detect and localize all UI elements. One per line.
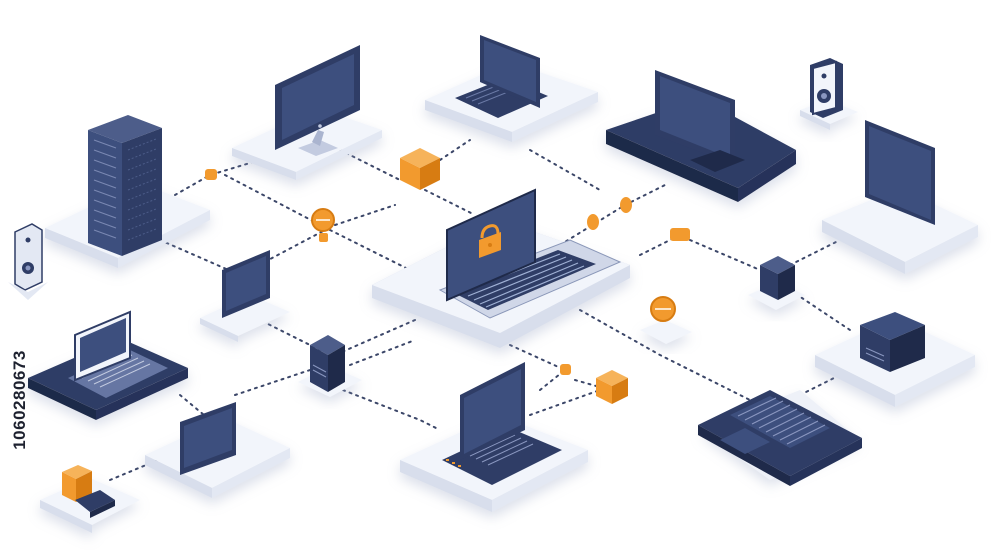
laptop-lock-icon [438, 188, 622, 319]
server-icon [88, 115, 162, 256]
tablet-mid-icon [222, 250, 270, 318]
laptop-left-icon [68, 310, 168, 398]
orange-node-icon [311, 208, 335, 242]
laptop-icon [455, 35, 548, 118]
badge-platform [640, 320, 692, 344]
image-id-label: 1060280673 [10, 350, 29, 450]
router-icon [860, 312, 925, 372]
usb-drive-icon [62, 465, 115, 518]
orange-badge-icon [650, 296, 676, 322]
lock-icon [479, 224, 501, 258]
orange-dot-icons [205, 169, 690, 375]
orange-cube-bottom-icon [596, 370, 628, 404]
keyboard-icon [698, 390, 862, 486]
monitor-icon [275, 45, 360, 156]
tablet-right-platform [822, 188, 978, 274]
cube-icon [760, 256, 795, 300]
tablet-icon [865, 120, 935, 225]
orange-cube-top-icon [400, 148, 440, 190]
big-monitor-icon [655, 70, 745, 172]
image-id-text: 1060280673 [6, 310, 34, 490]
laptop-bottom-icon [442, 362, 562, 485]
tablet-mid-platform [200, 295, 290, 342]
tablet-small-icon [180, 402, 236, 475]
desktop-platform [232, 108, 382, 180]
smart-speaker-icon [8, 223, 48, 300]
speaker-icon [810, 58, 843, 118]
hub-icon [310, 335, 345, 392]
